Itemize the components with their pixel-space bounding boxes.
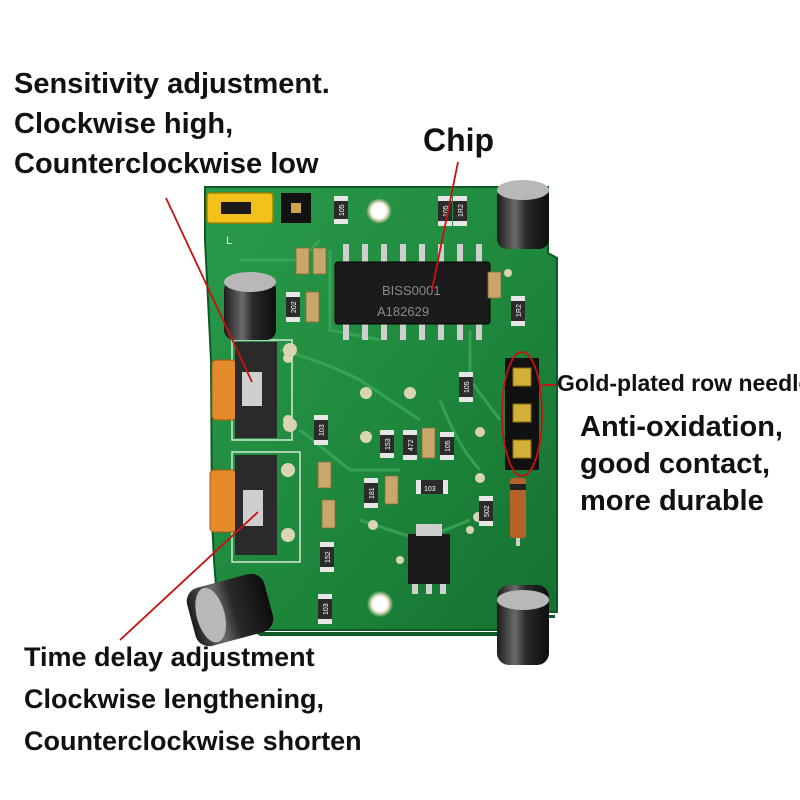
sensitivity-line-2: Clockwise high, [14, 108, 234, 140]
electrolytic-capacitor [186, 573, 274, 647]
resistor-marking: 103 [323, 603, 330, 615]
resistor-marking: 105 [339, 204, 346, 216]
resistor-marking: 1R2 [516, 304, 523, 317]
time-delay-adjustment-label: Time delay adjustment Clockwise lengthen… [24, 644, 362, 770]
resistor-marking: 105 [445, 440, 452, 452]
resistor-marking: 502 [484, 505, 491, 517]
anti-oxidation-line-1: Anti-oxidation, [580, 411, 783, 443]
biss0001-chip: BISS0001 A182629 [334, 244, 491, 340]
time-delay-pointer-line [119, 511, 259, 641]
sensitivity-adjustment-label: Sensitivity adjustment. Clockwise high, … [14, 70, 330, 190]
electrolytic-capacitor [497, 585, 549, 665]
mounting-hole [366, 198, 392, 224]
resistor-marking: 105 [443, 205, 450, 217]
time-delay-line-3: Counterclockwise shorten [24, 726, 362, 756]
sensitivity-potentiometer [211, 339, 297, 441]
anti-oxidation-line-3: more durable [580, 485, 764, 517]
chip-label: Chip [423, 122, 495, 158]
resistor-marking: 103 [319, 424, 326, 436]
gold-plated-label: Gold-plated row needles [557, 370, 800, 396]
resistor-marking: 1R2 [458, 204, 465, 217]
resistor-marking: 202 [291, 301, 298, 313]
jumper-connector: L [206, 192, 311, 247]
smd-components: 105 202 103 472 105 103 [286, 196, 525, 624]
time-delay-line-2: Clockwise lengthening, [24, 684, 325, 714]
chip-pointer-line [431, 161, 459, 291]
voltage-regulator [408, 524, 450, 594]
resistor-marking: 152 [325, 551, 332, 563]
jumper-l-marking: L [226, 235, 232, 247]
sensitivity-line-3: Counterclockwise low [14, 148, 319, 180]
resistor-marking: 153 [385, 438, 392, 450]
gold-plated-header-pins [505, 358, 539, 470]
resistor-marking: 105 [464, 381, 471, 393]
sensitivity-line-1: Sensitivity adjustment. [14, 68, 330, 100]
annotation-lines [119, 161, 556, 641]
electrolytic-capacitor [497, 180, 549, 249]
chip-marking-line1: BISS0001 [382, 283, 441, 298]
resistor-marking: 472 [408, 439, 415, 451]
header-pins-highlight [501, 351, 543, 477]
electrolytic-capacitor [224, 272, 276, 340]
time-delay-potentiometer [209, 451, 301, 563]
resistor-marking: 181 [369, 487, 376, 499]
sensitivity-pointer-line [165, 197, 253, 383]
anti-oxidation-line-2: good contact, [580, 448, 771, 480]
diode [510, 478, 526, 546]
resistor-marking: 103 [424, 486, 436, 493]
anti-oxidation-label: Anti-oxidation, good contact, more durab… [580, 413, 783, 524]
mounting-hole [367, 591, 393, 617]
time-delay-line-1: Time delay adjustment [24, 642, 315, 672]
chip-marking-line2: A182629 [377, 304, 429, 319]
